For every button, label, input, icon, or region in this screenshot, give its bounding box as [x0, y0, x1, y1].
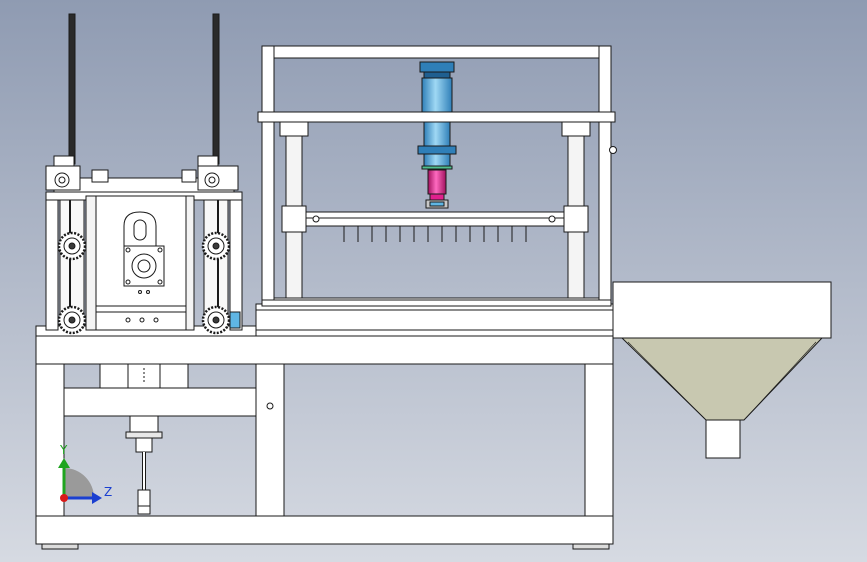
hopper-box[interactable]: [612, 281, 832, 339]
gear-upper-right[interactable]: [201, 231, 231, 261]
triad-quarter-disc: [64, 468, 94, 498]
motor-small-dot-1: [138, 290, 142, 294]
motor-small-dot-2: [146, 290, 150, 294]
cylinder-top-ring[interactable]: [423, 71, 451, 79]
press-base-plate[interactable]: [255, 303, 614, 337]
cylinder-top-cap[interactable]: [419, 61, 455, 73]
cylinder-magenta-section[interactable]: [427, 169, 447, 195]
lower-right-blue-part[interactable]: [229, 311, 241, 329]
hopper-funnel-edge: [627, 341, 705, 419]
left-side-column-l[interactable]: [45, 199, 59, 331]
motor-slot: [133, 219, 147, 241]
lower-cylinder-mount[interactable]: [129, 415, 159, 435]
table-bolt: [266, 402, 274, 410]
hopper-funnel[interactable]: [620, 337, 824, 421]
motor-bolt-2: [157, 247, 163, 253]
cylinder-flange[interactable]: [417, 145, 457, 155]
table-middle-leg[interactable]: [255, 363, 285, 517]
table-bottom-plate[interactable]: [35, 515, 614, 545]
left-side-column-r[interactable]: [229, 199, 243, 331]
left-tall-rod[interactable]: [68, 13, 76, 165]
press-side-knob[interactable]: [609, 146, 617, 154]
press-left-upright[interactable]: [261, 45, 275, 301]
triad-y-arrowhead: [58, 458, 70, 468]
hopper[interactable]: [612, 281, 832, 459]
press-top-beam[interactable]: [261, 45, 612, 59]
hopper-outlet[interactable]: [705, 419, 741, 459]
triad-y-label: Y: [59, 443, 68, 457]
carriage-bolt-1: [125, 317, 131, 323]
right-rod-bracket[interactable]: [181, 155, 239, 191]
gear-lower-right[interactable]: [201, 305, 231, 335]
orientation-triad: Y Z: [58, 443, 112, 504]
right-guide-slot[interactable]: [203, 199, 229, 327]
cylinder-body-upper[interactable]: [421, 77, 453, 113]
gear-lower-left[interactable]: [57, 305, 87, 335]
left-mechanism[interactable]: [35, 13, 257, 337]
press-lower-plate[interactable]: [261, 297, 612, 307]
guide-column-right-block[interactable]: [563, 205, 589, 233]
motor-shaft[interactable]: [137, 259, 151, 273]
left-rod-bracket[interactable]: [45, 155, 109, 191]
lower-cylinder-flange[interactable]: [125, 431, 163, 439]
gear-upper-left[interactable]: [57, 231, 87, 261]
table-right-leg[interactable]: [584, 363, 614, 517]
guide-column-left-cap[interactable]: [279, 121, 309, 137]
needle-plate-end-left: [312, 215, 320, 223]
machine-assembly[interactable]: [35, 13, 832, 550]
right-tall-rod[interactable]: [212, 13, 220, 165]
table-foot-right[interactable]: [572, 543, 610, 550]
carriage-bolt-3: [153, 317, 159, 323]
needle-plate[interactable]: [305, 211, 565, 227]
cylinder-green-ring: [421, 165, 453, 170]
triad-origin: [60, 494, 68, 502]
guide-column-left-block[interactable]: [281, 205, 307, 233]
needle-plate-end-right: [548, 215, 556, 223]
lower-cylinder-neck[interactable]: [135, 437, 153, 453]
press-mid-beam[interactable]: [257, 111, 616, 123]
triad-z-arrowhead: [92, 492, 102, 504]
table-foot-left[interactable]: [41, 543, 79, 550]
motor-bolt-1: [125, 247, 131, 253]
carriage-bolt-2: [139, 317, 145, 323]
needle-row[interactable]: [343, 226, 527, 242]
motor-bolt-4: [157, 279, 163, 285]
cylinder-coupling-blue: [429, 201, 445, 207]
table-top-plate[interactable]: [35, 335, 614, 365]
triad-z-label: Z: [104, 485, 112, 499]
press-frame[interactable]: [255, 45, 617, 337]
press-right-upright[interactable]: [598, 45, 612, 301]
table-cross-beam[interactable]: [63, 387, 257, 417]
motor-flange[interactable]: [123, 245, 165, 287]
cylinder-rod-end[interactable]: [429, 193, 445, 201]
hopper-funnel-edge-right: [745, 341, 817, 419]
lower-cylinder-tip[interactable]: [137, 489, 151, 515]
motor-bolt-3: [125, 279, 131, 285]
cylinder-body-lower[interactable]: [423, 121, 451, 147]
base-table[interactable]: [35, 335, 614, 550]
lower-cylinder[interactable]: [125, 415, 163, 515]
table-left-leg[interactable]: [35, 363, 65, 517]
press-cylinder[interactable]: [417, 61, 457, 209]
guide-column-right-cap[interactable]: [561, 121, 591, 137]
